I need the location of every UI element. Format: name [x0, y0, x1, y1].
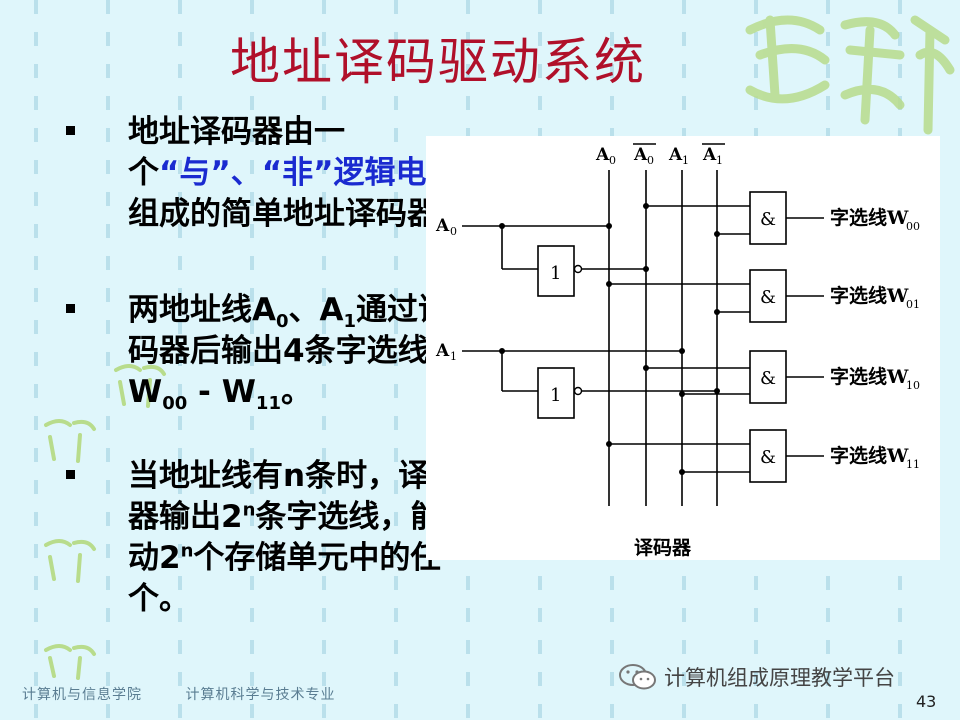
bullet-text: 1 [343, 311, 357, 333]
calligraphy-logo-small-3 [44, 539, 96, 583]
junction-dot [714, 388, 720, 394]
bullet-text: 地址译码器由一个 [128, 114, 345, 191]
and-gate-label: & [760, 209, 776, 230]
junction-dot [679, 469, 685, 475]
and-gate-label: & [760, 447, 776, 468]
word-line-sub: 10 [906, 379, 920, 392]
bullet-text: 组成的简单地址译码器； [128, 196, 469, 232]
word-line-label: 字选线W [830, 206, 909, 229]
word-line-label: 字选线W [830, 284, 909, 307]
word-line-label: 字选线W [830, 365, 909, 388]
word-line-label: 字选线W [830, 444, 909, 467]
junction-dot [606, 441, 612, 447]
bus-label-sub: 1 [716, 154, 723, 167]
bullet-text: 。 [280, 374, 312, 410]
wechat-label: 计算机组成原理教学平台 [664, 666, 895, 690]
footer: 计算机与信息学院 计算机科学与技术专业 [22, 684, 373, 704]
bullet-marker [66, 304, 75, 313]
junction-dot [714, 231, 720, 237]
junction-dot [643, 203, 649, 209]
wechat-icon [619, 664, 656, 690]
bus-label: A [702, 145, 717, 165]
bullet-item: 地址译码器由一个“与”、“非”逻辑电路组成的简单地址译码器； [60, 112, 480, 235]
bus-label-sub: 0 [647, 154, 654, 167]
word-line-sub: 11 [906, 458, 920, 471]
bullet-text: n [180, 540, 194, 562]
bullet-text: 个存储单元中的任一个。 [128, 540, 473, 617]
input-label: A [435, 341, 450, 361]
word-line-sub: 01 [906, 298, 920, 311]
bullet-text: 当地址线有n条时，译码器输出2 [128, 458, 461, 535]
and-gate [749, 191, 787, 245]
junction-dot [606, 281, 612, 287]
and-gate [749, 350, 787, 404]
inverter-bubble [573, 264, 583, 274]
and-gate-label: & [760, 368, 776, 389]
bus-label: A [595, 145, 610, 165]
input-label-sub: 0 [450, 225, 457, 238]
not-gate [537, 245, 575, 297]
slide-title: 地址译码驱动系统 [230, 33, 646, 91]
footer-school: 计算机与信息学院 [22, 687, 142, 703]
bullet-marker [66, 126, 75, 135]
bus-label: A [668, 145, 683, 165]
bus-label-sub: 1 [682, 154, 689, 167]
and-gate [749, 269, 787, 323]
junction-dot [679, 348, 685, 354]
footer-major: 计算机科学与技术专业 [185, 687, 336, 703]
bullet-text: “与”、“非”逻辑电路 [159, 155, 458, 191]
bus-label: A [633, 145, 648, 165]
not-gate-label: 1 [550, 385, 561, 406]
calligraphy-logo-small-2 [44, 419, 96, 463]
bullet-text: - W [187, 374, 256, 410]
and-gate [749, 429, 787, 483]
bus-label-sub: 0 [609, 154, 616, 167]
decoder-caption: 译码器 [634, 537, 692, 559]
not-gate [537, 367, 575, 419]
wechat-credit: 计算机组成原理教学平台 [618, 662, 895, 692]
not-gate-label: 1 [550, 263, 561, 284]
input-label: A [435, 216, 450, 236]
bullet-text: 11 [255, 393, 281, 415]
bullet-item: 当地址线有n条时，译码器输出2n条字选线，能驱动2n个存储单元中的任一个。 [60, 456, 480, 620]
bullet-marker [66, 470, 75, 479]
bullet-item: 两地址线A0、A1通过译码器后输出4条字选线W00 - W11。 [60, 290, 480, 413]
bullet-text: 0 [276, 311, 289, 333]
word-line-sub: 00 [906, 220, 920, 233]
bullet-text: 两地址线A [128, 292, 276, 328]
input-label-sub: 1 [450, 350, 457, 363]
and-gate-label: & [760, 287, 776, 308]
calligraphy-logo-small-4 [44, 644, 96, 680]
inverter-bubble [573, 386, 583, 396]
calligraphy-logo-large [745, 15, 955, 135]
bullet-text: 通过译码器后输出4条字选线W [128, 292, 450, 410]
bullet-text: 、A [288, 292, 344, 328]
junction-dot [606, 223, 612, 229]
junction-dot [643, 266, 649, 272]
calligraphy-logo-small-1 [114, 364, 166, 408]
bullet-text: 00 [162, 393, 188, 415]
page-number: 43 [916, 692, 937, 711]
junction-dot [714, 309, 720, 315]
junction-dot [643, 365, 649, 371]
junction-dot [679, 391, 685, 397]
bullet-text: n [242, 499, 256, 521]
